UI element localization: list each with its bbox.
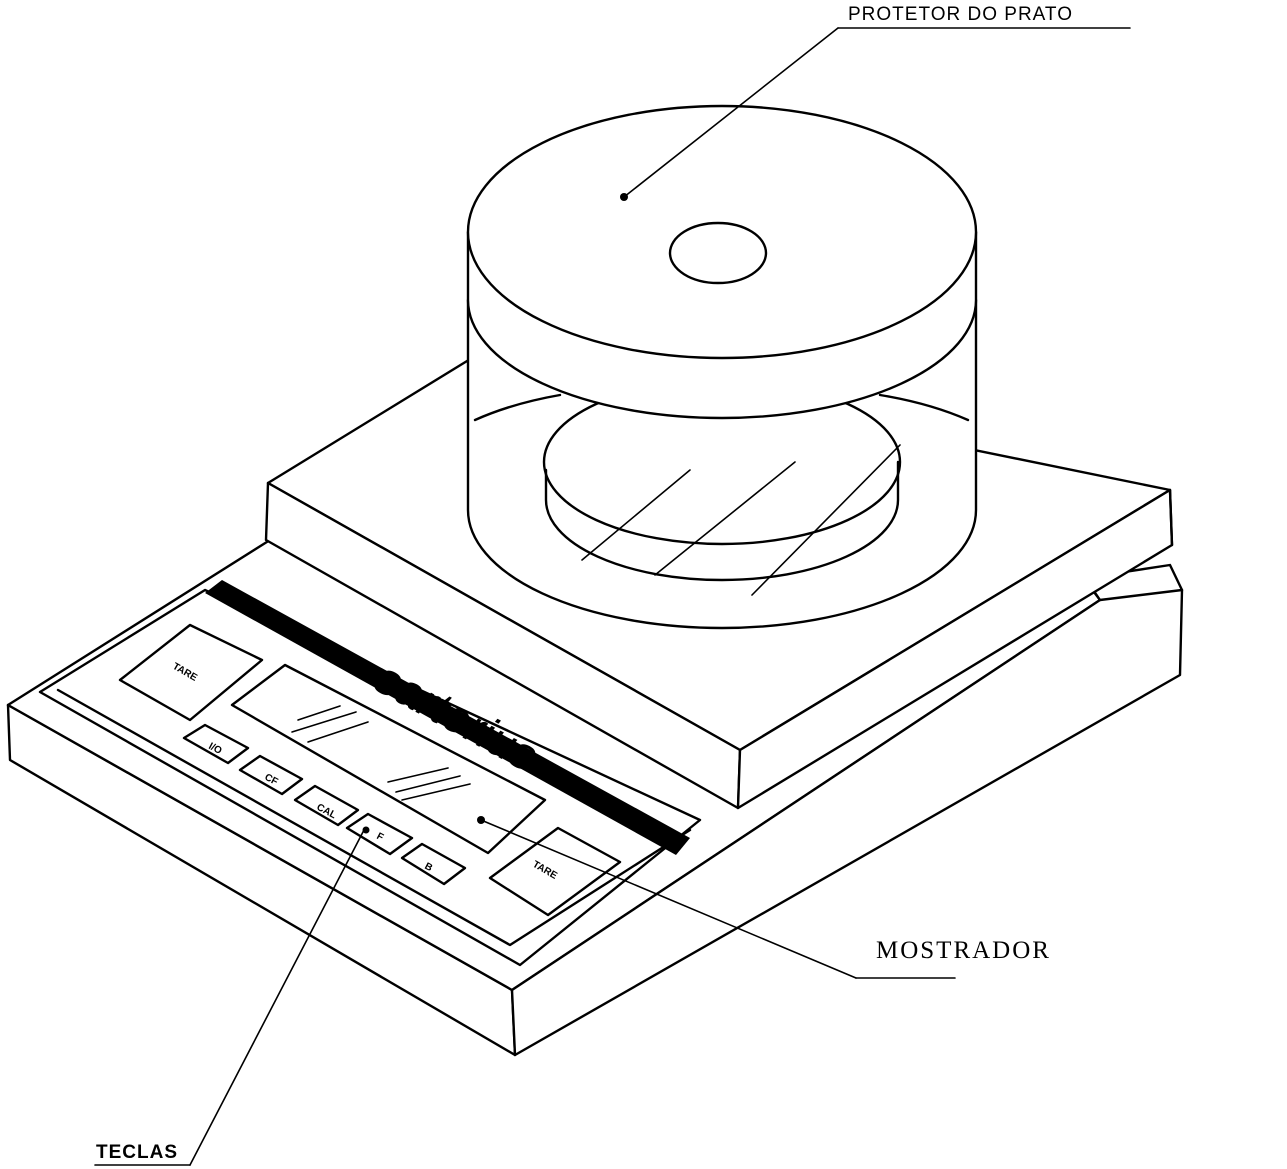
tare-key-right[interactable]: TARE — [488, 826, 622, 917]
label-keys: TECLAS — [96, 1142, 178, 1163]
callout-display: MOSTRADOR — [477, 816, 1051, 979]
control-panel: TARE TARE sartorius I/O CF — [118, 580, 690, 917]
display-window — [230, 663, 547, 855]
key-cf[interactable]: CF — [238, 754, 304, 796]
label-pan-guard: PROTETOR DO PRATO — [848, 4, 1073, 25]
key-io[interactable]: I/O — [182, 723, 250, 765]
key-b-label: B — [423, 861, 435, 874]
key-f[interactable]: F — [345, 812, 414, 856]
callout-keys: TECLAS — [94, 829, 365, 1166]
function-keys: I/O CF CAL F B — [182, 723, 467, 886]
pan-guard — [466, 104, 978, 630]
display-hatching — [291, 705, 471, 801]
callout-pan-guard: PROTETOR DO PRATO — [620, 4, 1131, 201]
key-b[interactable]: B — [400, 842, 467, 886]
tare-key-left[interactable]: TARE — [118, 623, 264, 722]
label-display: MOSTRADOR — [876, 937, 1051, 964]
key-f-label: F — [375, 831, 386, 844]
